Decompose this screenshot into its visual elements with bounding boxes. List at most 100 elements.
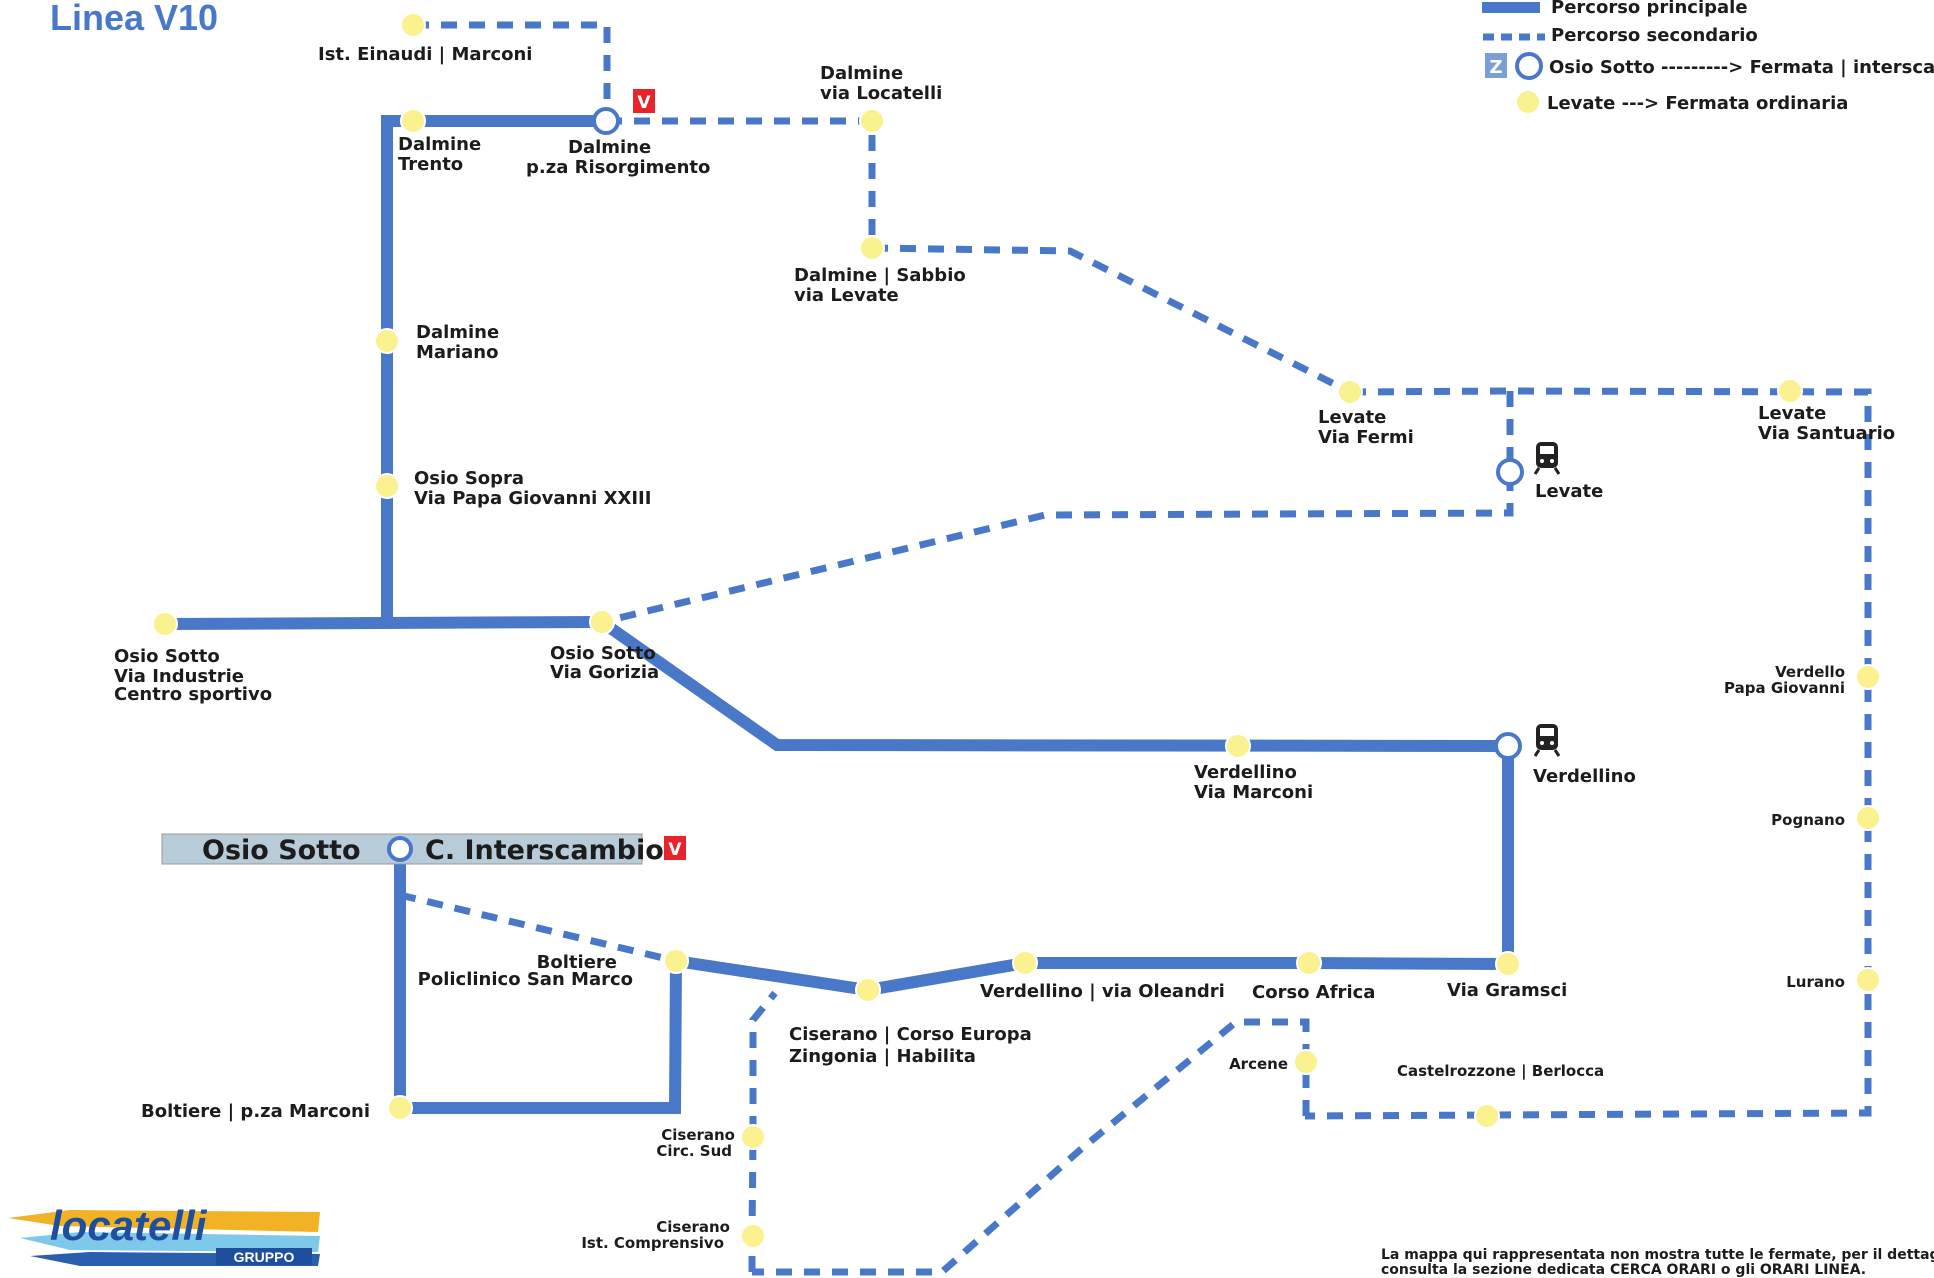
stop-ciserano-comprensivo[interactable]	[740, 1223, 766, 1249]
stops	[152, 12, 1881, 1249]
stop-via-gramsci[interactable]	[1495, 951, 1521, 977]
stop-levate-santuario[interactable]	[1777, 378, 1803, 404]
label-trento-1: Dalmine	[398, 134, 481, 155]
legend-main-label: Percorso principale	[1551, 0, 1748, 18]
label-corso-africa: Corso Africa	[1252, 982, 1375, 1003]
stop-verdellino-marconi[interactable]	[1225, 733, 1251, 759]
label-verdello-2: Papa Giovanni	[1724, 679, 1845, 697]
label-osio-sopra-2: Via Papa Giovanni XXIII	[414, 488, 651, 509]
hub-badge	[664, 836, 686, 860]
stop-einaudi[interactable]	[400, 12, 426, 38]
stop-boltiere-policlinico[interactable]	[663, 948, 689, 974]
label-policlinico-2: Policlinico San Marco	[418, 969, 633, 990]
legend-ordinary-icon	[1515, 89, 1541, 115]
label-gorizia-2: Via Gorizia	[550, 662, 659, 683]
label-arcene: Arcene	[1229, 1055, 1288, 1073]
logo-sub: GRUPPO	[234, 1249, 295, 1265]
legend-interchange-badge-letter: Z	[1489, 57, 1502, 78]
label-osio-industrie-1: Osio Sotto	[114, 646, 220, 667]
map-title: Linea V10	[50, 0, 218, 38]
logo-swoosh-yellow	[8, 1210, 320, 1232]
label-ciserano-comp-1: Ciserano	[656, 1218, 730, 1236]
label-via-gramsci: Via Gramsci	[1447, 980, 1567, 1001]
stop-dalmine-locatelli[interactable]	[859, 108, 885, 134]
label-ciserano-europa-1: Ciserano | Corso Europa	[789, 1024, 1032, 1045]
footnote-line-1: La mappa qui rappresentata non mostra tu…	[1381, 1247, 1934, 1263]
label-mariano-1: Dalmine	[416, 322, 499, 343]
train-icon	[1533, 442, 1561, 475]
label-verdello-1: Verdello	[1775, 663, 1845, 681]
stop-verdello-papa[interactable]	[1855, 664, 1881, 690]
stop-osio-sopra[interactable]	[374, 473, 400, 499]
stop-osio-gorizia[interactable]	[589, 609, 615, 635]
label-pognano: Pognano	[1771, 811, 1845, 829]
label-boltiere-marconi: Boltiere | p.za Marconi	[141, 1101, 370, 1122]
stop-pognano[interactable]	[1855, 805, 1881, 831]
dash-sabbio-levate	[871, 244, 1352, 396]
hub-badge-letter: V	[668, 840, 682, 860]
stop-labels: Ist. Einaudi | Marconi Dalmine Trento Da…	[114, 44, 1895, 1252]
stop-verdellino-oleandri[interactable]	[1012, 950, 1038, 976]
label-castelrozzone: Castelrozzone | Berlocca	[1397, 1062, 1604, 1081]
stop-osio-industrie[interactable]	[152, 611, 178, 637]
label-policlinico-1: Boltiere	[537, 952, 617, 973]
route-osio-industrie	[164, 616, 603, 630]
label-ciserano-sud-2: Circ. Sud	[656, 1142, 732, 1160]
dash-hub-boltiere	[399, 891, 677, 965]
stop-dalmine-sabbio[interactable]	[859, 235, 885, 261]
stop-ciserano-sud[interactable]	[740, 1124, 766, 1150]
label-sabbio-2: via Levate	[794, 285, 899, 306]
stop-dalmine-risorgimento[interactable]	[592, 107, 620, 135]
label-mariano-2: Mariano	[416, 342, 498, 363]
label-locatelli-2: via Locatelli	[820, 83, 942, 104]
label-locatelli-1: Dalmine	[820, 63, 903, 84]
hub-banner: Osio Sotto C. Interscambio V	[161, 833, 686, 866]
label-osio-sopra-1: Osio Sopra	[414, 468, 524, 489]
logo-swoosh-lightblue	[20, 1232, 320, 1252]
label-osio-industrie-2: Via Industrie	[114, 666, 244, 687]
label-levate-fermi-2: Via Fermi	[1318, 427, 1414, 448]
locatelli-logo: locatelli GRUPPO	[8, 1202, 320, 1266]
label-ciserano-comp-2: Ist. Comprensivo	[581, 1234, 724, 1252]
label-verdellino-marconi-1: Verdellino	[1194, 762, 1297, 783]
label-levate-station: Levate	[1535, 481, 1603, 502]
dash-ciserano	[748, 990, 778, 1272]
dash-einaudi	[413, 21, 611, 121]
label-oleandri: Verdellino | via Oleandri	[980, 981, 1225, 1002]
stop-ciserano-europa[interactable]	[855, 977, 881, 1003]
label-santuario-1: Levate	[1758, 403, 1826, 424]
stop-lurano[interactable]	[1855, 967, 1881, 993]
footnote-line-2: consulta la sezione dedicata CERCA ORARI…	[1381, 1262, 1866, 1278]
logo-sub-bg	[216, 1248, 312, 1265]
dash-levate-gorizia	[601, 391, 1514, 626]
legend-secondary-label: Percorso secondario	[1551, 25, 1758, 46]
stop-verdellino-station[interactable]	[1494, 732, 1522, 760]
route-boltiere-loop	[394, 862, 682, 1114]
stop-boltiere-marconi[interactable]	[387, 1095, 413, 1121]
risorgimento-badge-letter: V	[637, 93, 651, 113]
label-ciserano-sud-1: Ciserano	[661, 1126, 735, 1144]
stop-dalmine-trento[interactable]	[400, 108, 426, 134]
legend-interchange-label: Osio Sotto ---------> Fermata | intersca…	[1549, 57, 1934, 78]
stop-dalmine-mariano[interactable]	[374, 328, 400, 354]
stop-corso-africa[interactable]	[1296, 950, 1322, 976]
stop-arcene[interactable]	[1293, 1049, 1319, 1075]
route-gorizia-verdellino	[598, 617, 1514, 964]
hub-right-label: C. Interscambio	[425, 835, 664, 866]
train-icon	[1533, 724, 1561, 757]
label-trento-2: Trento	[398, 154, 463, 175]
stop-levate-station[interactable]	[1496, 458, 1524, 486]
label-levate-fermi-1: Levate	[1318, 407, 1386, 428]
label-ciserano-europa-2: Zingonia | Habilita	[789, 1046, 976, 1067]
legend-main-swatch	[1482, 2, 1540, 13]
stop-castelrozzone[interactable]	[1474, 1103, 1500, 1129]
legend-interchange-icon	[1515, 52, 1543, 80]
stop-levate-fermi[interactable]	[1337, 379, 1363, 405]
legend-interchange-badge	[1485, 53, 1507, 78]
label-risorgimento-2: p.za Risorgimento	[526, 157, 710, 178]
label-sabbio-1: Dalmine | Sabbio	[794, 265, 966, 286]
label-risorgimento-1: Dalmine	[568, 137, 651, 158]
route-dalmine-osio	[381, 115, 606, 622]
label-verdellino-marconi-2: Via Marconi	[1194, 782, 1313, 803]
